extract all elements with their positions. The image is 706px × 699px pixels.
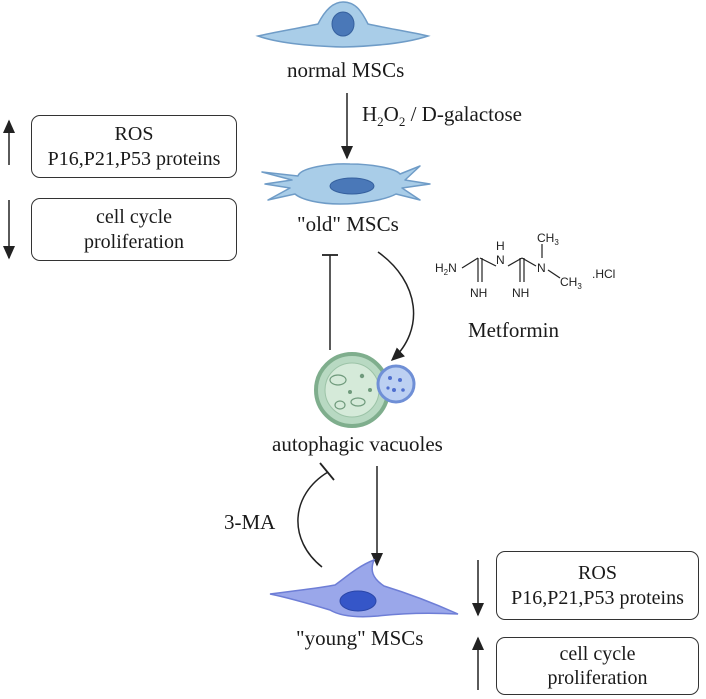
young-increased-markers-box: cell cycle proliferation — [496, 637, 699, 695]
marker-line: cell cycle — [95, 206, 173, 229]
autophagic-vacuoles-label: autophagic vacuoles — [272, 432, 443, 456]
3ma-label: 3-MA — [224, 510, 276, 534]
young-decreased-markers-box: ROS P16,P21,P53 proteins — [496, 551, 699, 620]
young-msc-cell-icon — [269, 558, 459, 618]
marker-line: ROS — [578, 562, 617, 585]
arrow-metformin-to-vacuoles — [377, 251, 415, 362]
svg-text:H: H — [496, 239, 505, 253]
marker-line: cell cycle — [559, 642, 636, 665]
svg-text:N: N — [496, 253, 505, 267]
old-decreased-markers-box: cell cycle proliferation — [31, 198, 237, 261]
autophagic-vacuole-icon — [314, 352, 416, 428]
inhibit-old-bar — [322, 254, 338, 350]
metformin-label: Metformin — [468, 318, 559, 342]
marker-line: proliferation — [547, 667, 648, 689]
old-msc-label: "old" MSCs — [297, 212, 399, 236]
young-msc-label: "young" MSCs — [296, 626, 424, 650]
metformin-structure-icon: H2N H N CH3 N CH3 .HCl NH NH — [435, 231, 615, 300]
marker-line: ROS — [114, 123, 154, 146]
svg-text:.HCl: .HCl — [592, 267, 615, 281]
svg-text:CH3: CH3 — [560, 275, 582, 291]
svg-text:H2N: H2N — [435, 261, 457, 277]
marker-line: P16,P21,P53 proteins — [47, 147, 221, 170]
treatment-label: H2O2 / D-galactose — [362, 102, 522, 130]
svg-text:NH: NH — [512, 286, 529, 300]
svg-text:N: N — [537, 261, 546, 275]
inhibit-3ma-curve — [297, 462, 335, 568]
old-increased-markers-box: ROS P16,P21,P53 proteins — [31, 115, 237, 178]
marker-line: proliferation — [84, 230, 184, 253]
normal-msc-cell-icon — [255, 1, 431, 48]
svg-text:CH3: CH3 — [537, 231, 559, 247]
svg-text:NH: NH — [470, 286, 487, 300]
marker-line: P16,P21,P53 proteins — [511, 586, 684, 609]
normal-msc-label: normal MSCs — [287, 58, 405, 82]
old-msc-cell-icon — [261, 163, 431, 205]
